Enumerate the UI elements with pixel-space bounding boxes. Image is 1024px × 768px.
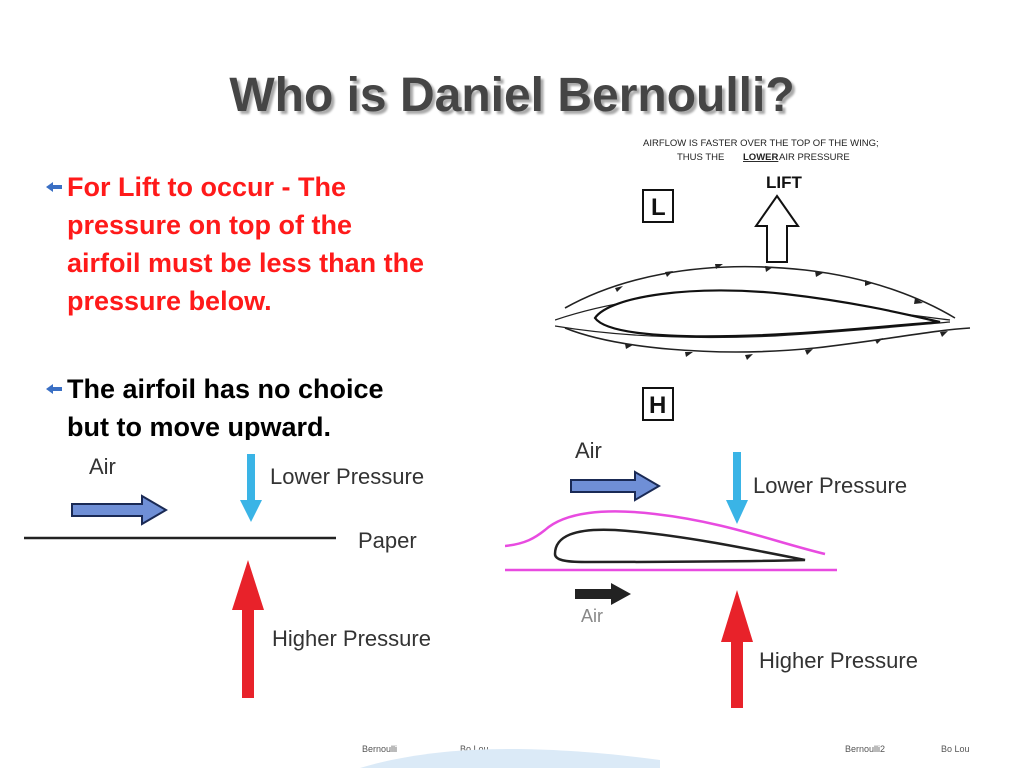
bullet-arrow-icon bbox=[46, 384, 62, 394]
airfoil-shape-2 bbox=[553, 528, 806, 564]
decorative-swoosh bbox=[360, 748, 660, 768]
airfoil-higher-pressure-label: Higher Pressure bbox=[759, 648, 918, 673]
airfoil-air-bottom-arrow-icon bbox=[575, 583, 631, 605]
mid-lower-streamline bbox=[555, 321, 951, 339]
high-pressure-letter: H bbox=[649, 392, 666, 419]
paper-higher-pressure-label: Higher Pressure bbox=[272, 626, 431, 651]
airfoil-higher-pressure-arrow-icon bbox=[721, 590, 753, 708]
bullet-upward-text: The airfoil has no choice but to move up… bbox=[67, 374, 384, 442]
wing-lift-diagram: AIRFLOW IS FASTER OVER THE TOP OF THE WI… bbox=[555, 138, 971, 421]
airfoil-air-bottom-label: Air bbox=[581, 606, 603, 626]
low-pressure-letter: L bbox=[651, 194, 666, 221]
wing-caption-line2-prefix: THUS THE bbox=[677, 152, 724, 163]
paper-air-arrow-icon bbox=[71, 494, 168, 526]
lift-arrow-icon bbox=[754, 194, 800, 263]
lift-label: LIFT bbox=[766, 173, 802, 192]
airfoil-footer-left: Bernoulli2 bbox=[845, 744, 885, 754]
paper-air-label: Air bbox=[89, 454, 116, 479]
paper-diagram: Air Lower Pressure Paper Higher Pressure… bbox=[24, 440, 514, 768]
bullet-lift: For Lift to occur - The pressure on top … bbox=[44, 168, 554, 320]
airfoil-lower-pressure-label: Lower Pressure bbox=[753, 473, 907, 498]
paper-footer-right: Bo Lou bbox=[460, 744, 489, 754]
airfoil-air-top-arrow-icon bbox=[570, 470, 661, 502]
airfoil-footer-right: Bo Lou bbox=[941, 744, 970, 754]
paper-lower-pressure-label: Lower Pressure bbox=[270, 464, 424, 489]
paper-label: Paper bbox=[358, 528, 417, 553]
high-pressure-box bbox=[642, 387, 674, 421]
airfoil-lower-pressure-arrow-icon bbox=[726, 452, 748, 524]
bullet-lift-text: For Lift to occur - The pressure on top … bbox=[67, 172, 425, 316]
slide-title: Who is Daniel Bernoulli? bbox=[229, 69, 795, 122]
wing-caption-line2-suffix: AIR PRESSURE bbox=[779, 152, 850, 163]
pink-upper-streamline bbox=[505, 510, 826, 556]
airfoil-air-top-label: Air bbox=[575, 438, 602, 463]
upper-streamline bbox=[564, 265, 956, 319]
wing-caption-emphasis: LOWER bbox=[743, 152, 778, 163]
airfoil-shape bbox=[593, 289, 941, 338]
bullet-upward: The airfoil has no choice but to move up… bbox=[44, 370, 514, 446]
wing-caption-line1: AIRFLOW IS FASTER OVER THE TOP OF THE WI… bbox=[643, 138, 879, 149]
lower-streamline bbox=[564, 327, 971, 353]
bullet-arrow-icon bbox=[46, 182, 62, 192]
paper-footer-left: Bernoulli bbox=[362, 744, 397, 754]
streamline-arrowheads bbox=[615, 264, 948, 360]
paper-lower-pressure-arrow-icon bbox=[240, 454, 262, 522]
paper-higher-pressure-arrow-icon bbox=[232, 560, 264, 698]
low-pressure-box bbox=[642, 189, 674, 223]
airfoil-pressure-diagram: Air Lower Pressure Air Higher Pressure B… bbox=[505, 432, 987, 768]
